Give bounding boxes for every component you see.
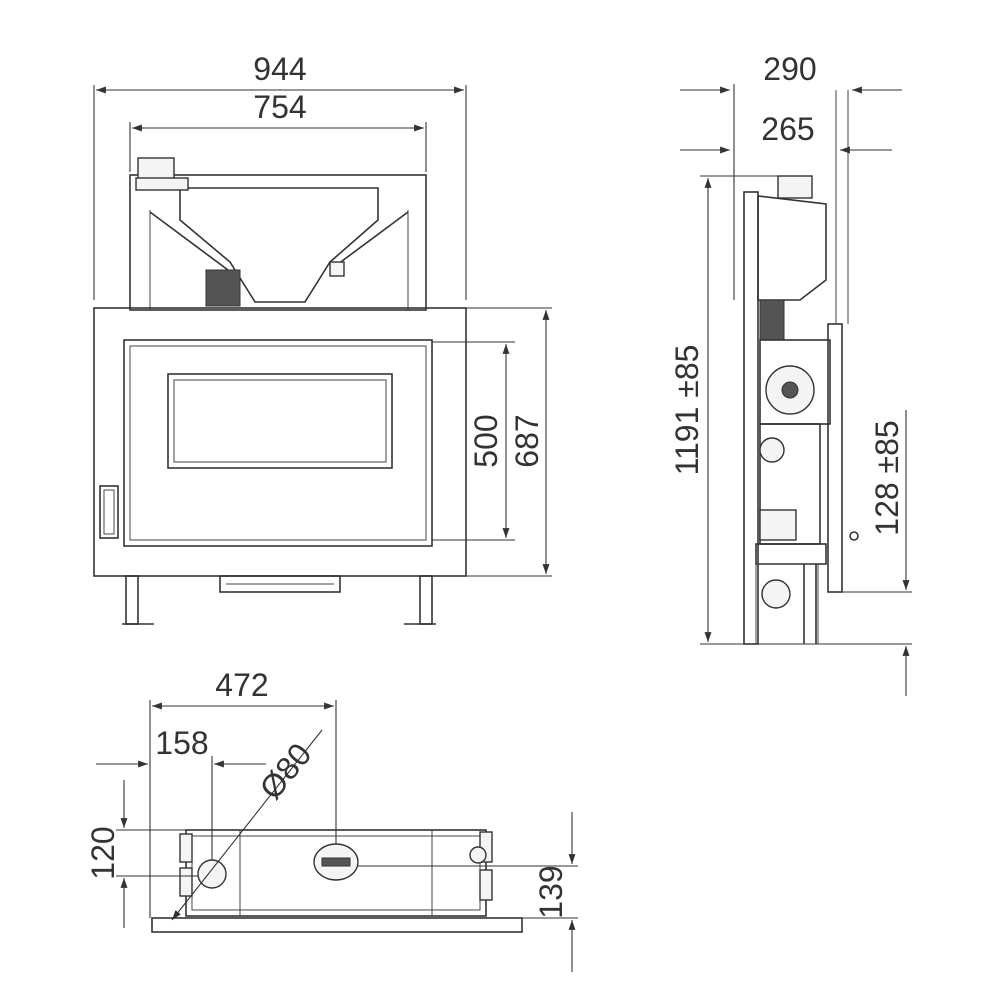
side-view: 290 265 1191 ±85 128 ±85 [669, 51, 912, 696]
side-fan-icon [761, 579, 791, 609]
dim-total-height: 1191 ±85 [669, 345, 705, 476]
leg-right [419, 575, 433, 625]
leg-left [125, 575, 139, 625]
stove-body [93, 307, 467, 577]
dim-depth-body: 265 [761, 111, 814, 147]
side-hopper [757, 195, 827, 301]
motor-icon [205, 269, 241, 307]
dim-door-height: 500 [468, 414, 504, 467]
dim-depth-total: 290 [763, 51, 816, 87]
dim-outlet-depth: 139 [533, 865, 569, 918]
dim-overall-width: 944 [253, 51, 306, 87]
dim-leg-adjust: 128 ±85 [869, 420, 905, 535]
front-view: 944 754 500 687 [93, 51, 552, 625]
side-motor-icon [759, 299, 785, 341]
dim-outlet-x: 472 [215, 667, 268, 703]
top-view: 472 158 Ø80 120 139 [85, 667, 578, 972]
ash-drawer [219, 575, 341, 593]
dim-body-height: 687 [509, 414, 545, 467]
door-handle [99, 485, 119, 539]
dim-inlet-x: 158 [155, 725, 208, 761]
air-inlet-icon [197, 859, 227, 889]
glass-window [167, 373, 393, 469]
dim-inner-width: 754 [253, 89, 306, 125]
side-door-panel [827, 323, 843, 593]
top-base-plate [151, 917, 523, 933]
fire-door [99, 339, 433, 547]
upper-frame [129, 157, 427, 311]
dim-inlet-y: 120 [85, 826, 121, 879]
